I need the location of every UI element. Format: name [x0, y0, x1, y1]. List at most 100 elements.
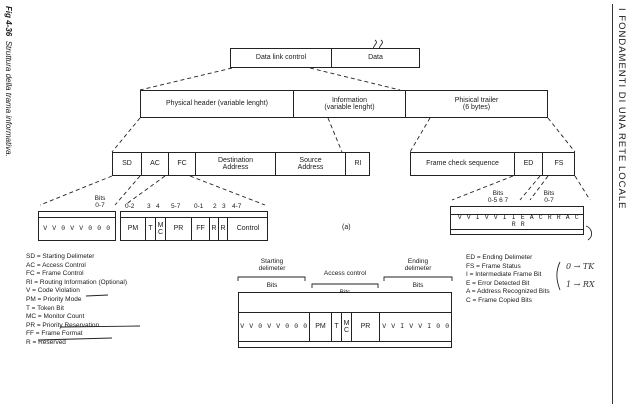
bottom-ac-mc-cell: M C [341, 313, 351, 341]
field-ed: ED [514, 153, 542, 175]
legend-item: E = Error Detected Bit [466, 279, 530, 287]
fc-bit-3: 5-7 [171, 203, 181, 210]
dlc-cell: Data link control [231, 49, 331, 67]
sd-detail-bits: V V 0 V V 0 0 0 [43, 224, 111, 232]
fc-bit-0: 0-2 [125, 203, 135, 210]
data-cell: Data [331, 49, 419, 67]
field-ed-label: ED [523, 160, 534, 168]
fc-ff-cell: FF [191, 218, 209, 240]
connector-dlc-header [139, 67, 233, 91]
legend-item: PR = Priority Reservation [26, 321, 100, 329]
legend-left: SD = Starting Delimeter AC = Access Cont… [26, 253, 127, 348]
legend-item: MC = Monitor Count [26, 313, 85, 321]
bottom-sd-cell: V V 0 V V 0 0 0 [239, 313, 309, 341]
fc-bit-6: 3 [222, 203, 226, 210]
trailer-fields-frame: Frame check sequence ED FS [410, 152, 575, 176]
fc-bit-5: 2 [213, 203, 217, 210]
legend-item: FC = Frame Control [26, 270, 84, 278]
connector-dlc-trailer [309, 67, 401, 91]
figure-caption-text: Fig 4-36 Struttura della trama informati… [4, 6, 13, 157]
ed-fs-detail-bits: V V I V V I I E A C R R A C R R [457, 214, 580, 228]
bottom-frame: V V 0 V V 0 0 0 PM T M C PR V V I V V I … [238, 312, 452, 342]
connector-fs-left [529, 175, 549, 201]
bottom-ac-pr-cell: PR [351, 313, 379, 341]
sd-detail-byte: V V 0 V V 0 0 0 [38, 217, 116, 241]
physical-trailer-label: Phisical trailer (6 bytes) [454, 96, 499, 111]
bottom-ac-t-label: T [334, 323, 339, 331]
fc-r2-cell: R [218, 218, 227, 240]
sd-bits-ruler [38, 211, 116, 217]
hand-mark [585, 225, 593, 241]
bottom-bits-ruler-lower [238, 342, 452, 348]
connector-header-left [111, 117, 141, 153]
fc-bit-7: 4-7 [232, 203, 242, 210]
legend-item: T = Token Bit [26, 304, 64, 312]
field-fs: FS [542, 153, 575, 175]
field-fs-label: FS [554, 160, 564, 168]
field-destination-label: Destination Address [217, 156, 254, 171]
ed-fs-bits-ruler [450, 206, 584, 214]
information-cell: Information (variable lenght) [293, 91, 405, 117]
ac-fc-detail: PM T M C PR FF R R Control [120, 217, 268, 241]
legend-item: RI = Routing Information (Optional) [26, 278, 127, 286]
handwritten-note-2: 1 → RX [566, 280, 595, 289]
fc-bit-2: 4 [156, 203, 160, 210]
connector-header-right [327, 117, 343, 153]
connector-ed-right [519, 175, 541, 201]
fc-ff-label: FF [196, 225, 205, 233]
figure-caption: Fig 4-36 Struttura della trama informati… [2, 6, 18, 206]
fc-bits-ruler [120, 211, 268, 217]
figure-number: Fig 4-36 [4, 6, 13, 37]
bottom-sd-bits: V V 0 V V 0 0 0 [240, 322, 308, 330]
legend-item: PM = Priority Mode [26, 295, 82, 303]
underline-priority [85, 294, 109, 297]
sd-bits-label: Bits 0-7 [94, 195, 106, 210]
fc-r1-label: R [211, 225, 217, 233]
field-ac-label: AC [150, 160, 160, 168]
fc-r1-cell: R [209, 218, 218, 240]
field-sd: SD [113, 153, 141, 175]
connector-sd-left [39, 175, 113, 206]
legend-item: FS = Frame Status [466, 262, 521, 270]
page-running-title: I FONDAMENTI DI UNA RETE LOCALE [612, 4, 634, 404]
access-control-title: Access control [323, 270, 367, 277]
bottom-bits-ruler [238, 292, 452, 312]
bracket-ending [383, 276, 453, 281]
legend-item: A = Address Recognized Bits [466, 288, 550, 296]
connector-trailer-right [547, 117, 576, 153]
legend-item: I = Intermediate Frame Bit [466, 271, 542, 279]
underline-reserved [37, 337, 113, 341]
data-label: Data [368, 54, 383, 62]
connector-fc-right [189, 175, 266, 206]
ac-pm-cell: PM [121, 218, 145, 240]
physical-header-label: Physical header (variable lenght) [166, 100, 268, 108]
ed-fs-bits-ruler-bottom [450, 230, 584, 235]
field-destination: Destination Address [195, 153, 275, 175]
ed-fs-detail-bytes: V V I V V I I E A C R R A C R R [450, 214, 584, 230]
field-sd-label: SD [122, 160, 132, 168]
bottom-ac-pm-label: PM [315, 323, 326, 331]
legend-item: AC = Access Control [26, 261, 86, 269]
field-fcs: Frame check sequence [411, 153, 514, 175]
ending-bits-label: Bits [412, 282, 424, 289]
connector-fc-left [124, 175, 166, 206]
starting-delimeter-title: Starting delimeter [258, 258, 286, 273]
fc-bit-1: 3 [147, 203, 151, 210]
bracket-starting [237, 276, 306, 281]
hand-bracket [556, 261, 561, 291]
information-label: Information (variable lenght) [324, 96, 375, 111]
fs-bits-label: Bits 0-7 [543, 190, 555, 205]
physical-frame: Physical header (variable lenght) Inform… [140, 90, 548, 118]
connector-trailer-left [409, 117, 431, 153]
underline-reservation [59, 325, 141, 328]
fc-control-label: Control [236, 225, 260, 233]
connector-fs-right [574, 175, 591, 201]
field-ac: AC [141, 153, 168, 175]
legend-item: ED = Ending Delimeter [466, 254, 533, 261]
field-source-label: Source Address [297, 156, 324, 171]
ac-mc-cell: M C [155, 218, 165, 240]
handwritten-note-1: 0 → TK [566, 262, 595, 271]
physical-header-cell: Physical header (variable lenght) [141, 91, 293, 117]
ed-bits-label: Bits 0-5 6 7 [487, 190, 509, 205]
legend-item: SD = Starting Delimeter [26, 253, 95, 260]
